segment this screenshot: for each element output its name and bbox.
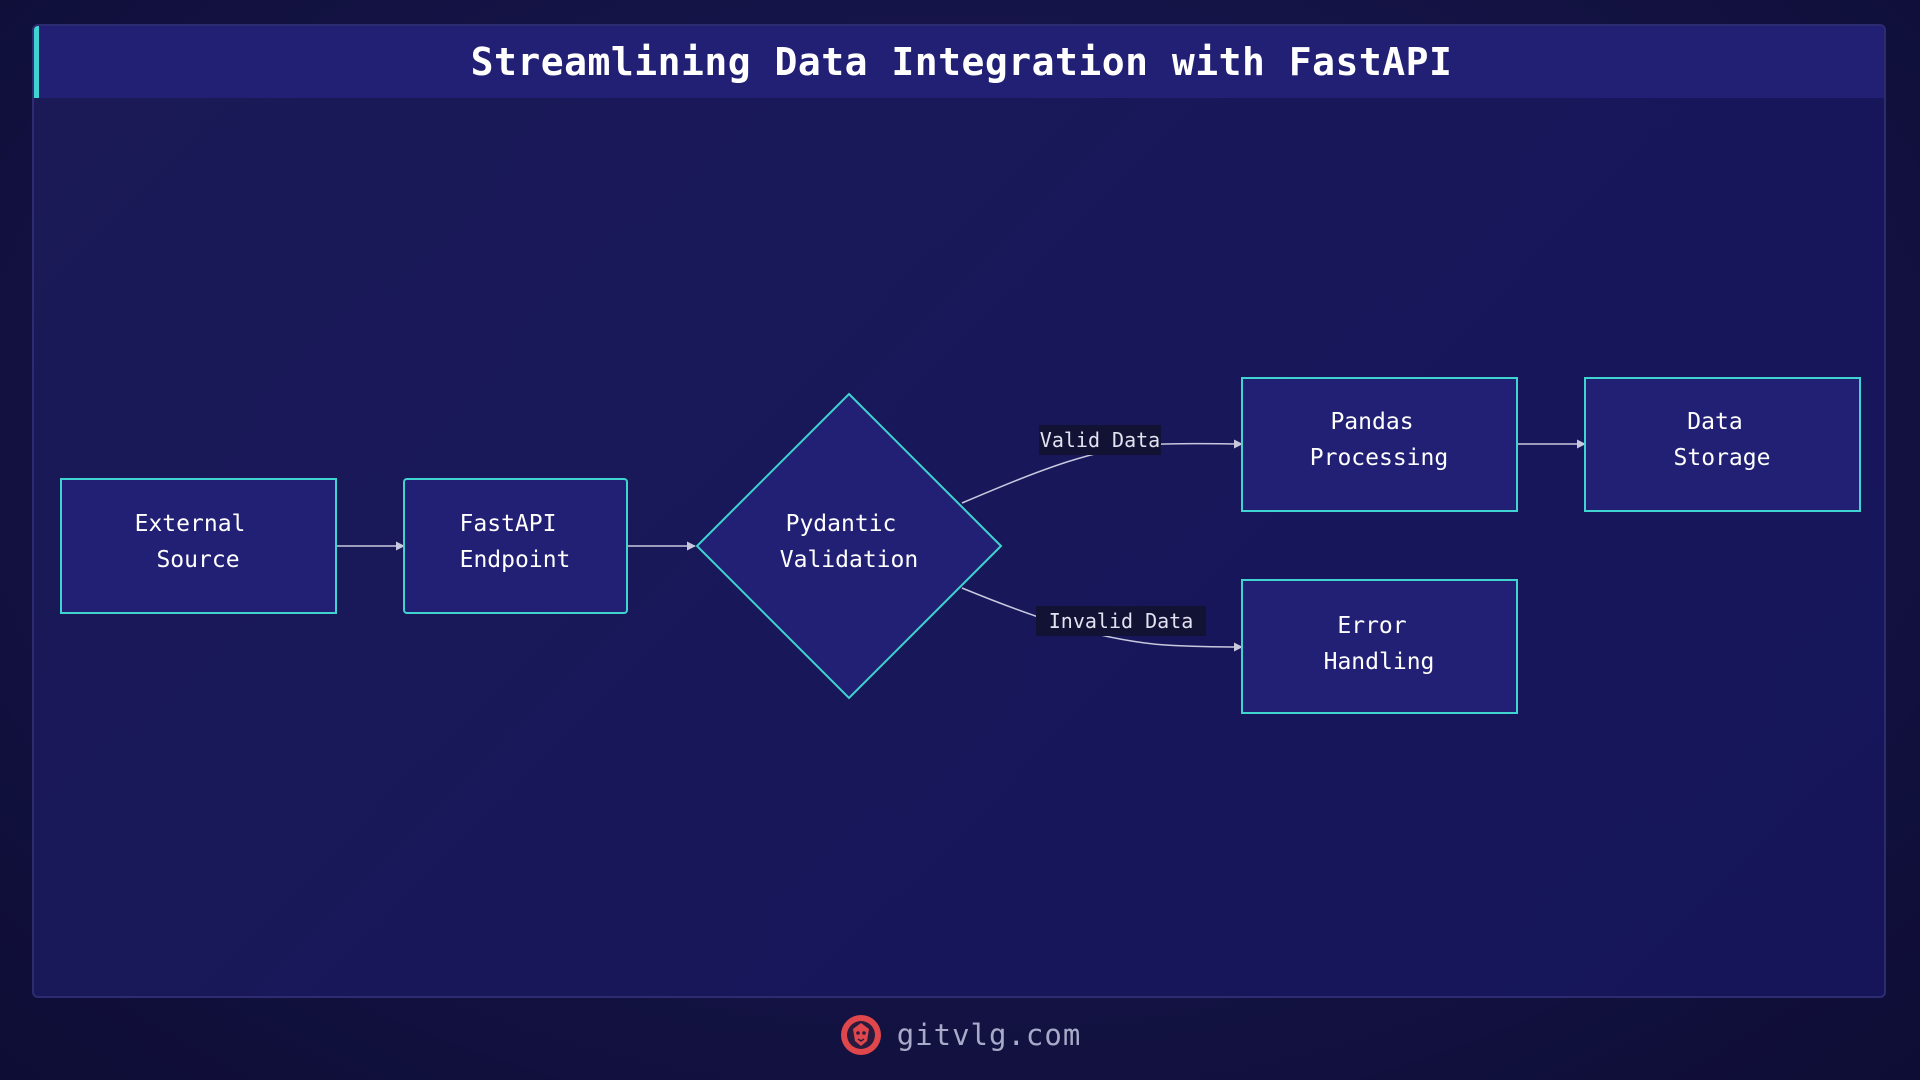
node-pandas-processing-line2: Processing <box>1310 445 1448 471</box>
edge-validation-to-error <box>961 587 1243 652</box>
node-fastapi-endpoint-line1: FastAPI <box>460 511 557 537</box>
node-external-source-line2: Source <box>156 547 239 573</box>
edge-label-valid-text: Valid Data <box>1040 428 1160 452</box>
node-data-storage[interactable]: Data Storage <box>1584 377 1861 512</box>
footer-site-link[interactable]: gitvlg.com <box>896 1018 1082 1052</box>
node-pydantic-validation-line2: Validation <box>780 547 918 573</box>
footer: gitvlg.com <box>0 1010 1920 1060</box>
title-bar: Streamlining Data Integration with FastA… <box>34 26 1884 98</box>
node-external-source[interactable]: External Source <box>60 478 337 614</box>
node-pandas-processing-line1: Pandas <box>1330 409 1413 435</box>
node-external-source-line1: External <box>135 511 246 537</box>
diagram-title: Streamlining Data Integration with FastA… <box>470 40 1453 84</box>
node-pandas-processing[interactable]: Pandas Processing <box>1241 377 1518 512</box>
node-data-storage-line2: Storage <box>1674 445 1771 471</box>
node-error-handling-line1: Error <box>1337 613 1406 639</box>
diagram-frame: Streamlining Data Integration with FastA… <box>32 24 1886 998</box>
node-error-handling[interactable]: Error Handling <box>1241 579 1518 714</box>
edge-label-valid: Valid Data <box>1039 425 1161 455</box>
node-pydantic-validation[interactable]: Pydantic Validation <box>695 392 1003 700</box>
lion-head-icon <box>840 1015 881 1055</box>
edge-label-invalid: Invalid Data <box>1036 606 1206 636</box>
node-pydantic-validation-line1: Pydantic <box>786 511 897 537</box>
node-error-handling-line2: Handling <box>1324 649 1435 675</box>
node-fastapi-endpoint[interactable]: FastAPI Endpoint <box>403 478 628 614</box>
edge-label-invalid-text: Invalid Data <box>1049 609 1194 633</box>
node-data-storage-line1: Data <box>1687 409 1742 435</box>
node-fastapi-endpoint-line2: Endpoint <box>460 547 571 573</box>
